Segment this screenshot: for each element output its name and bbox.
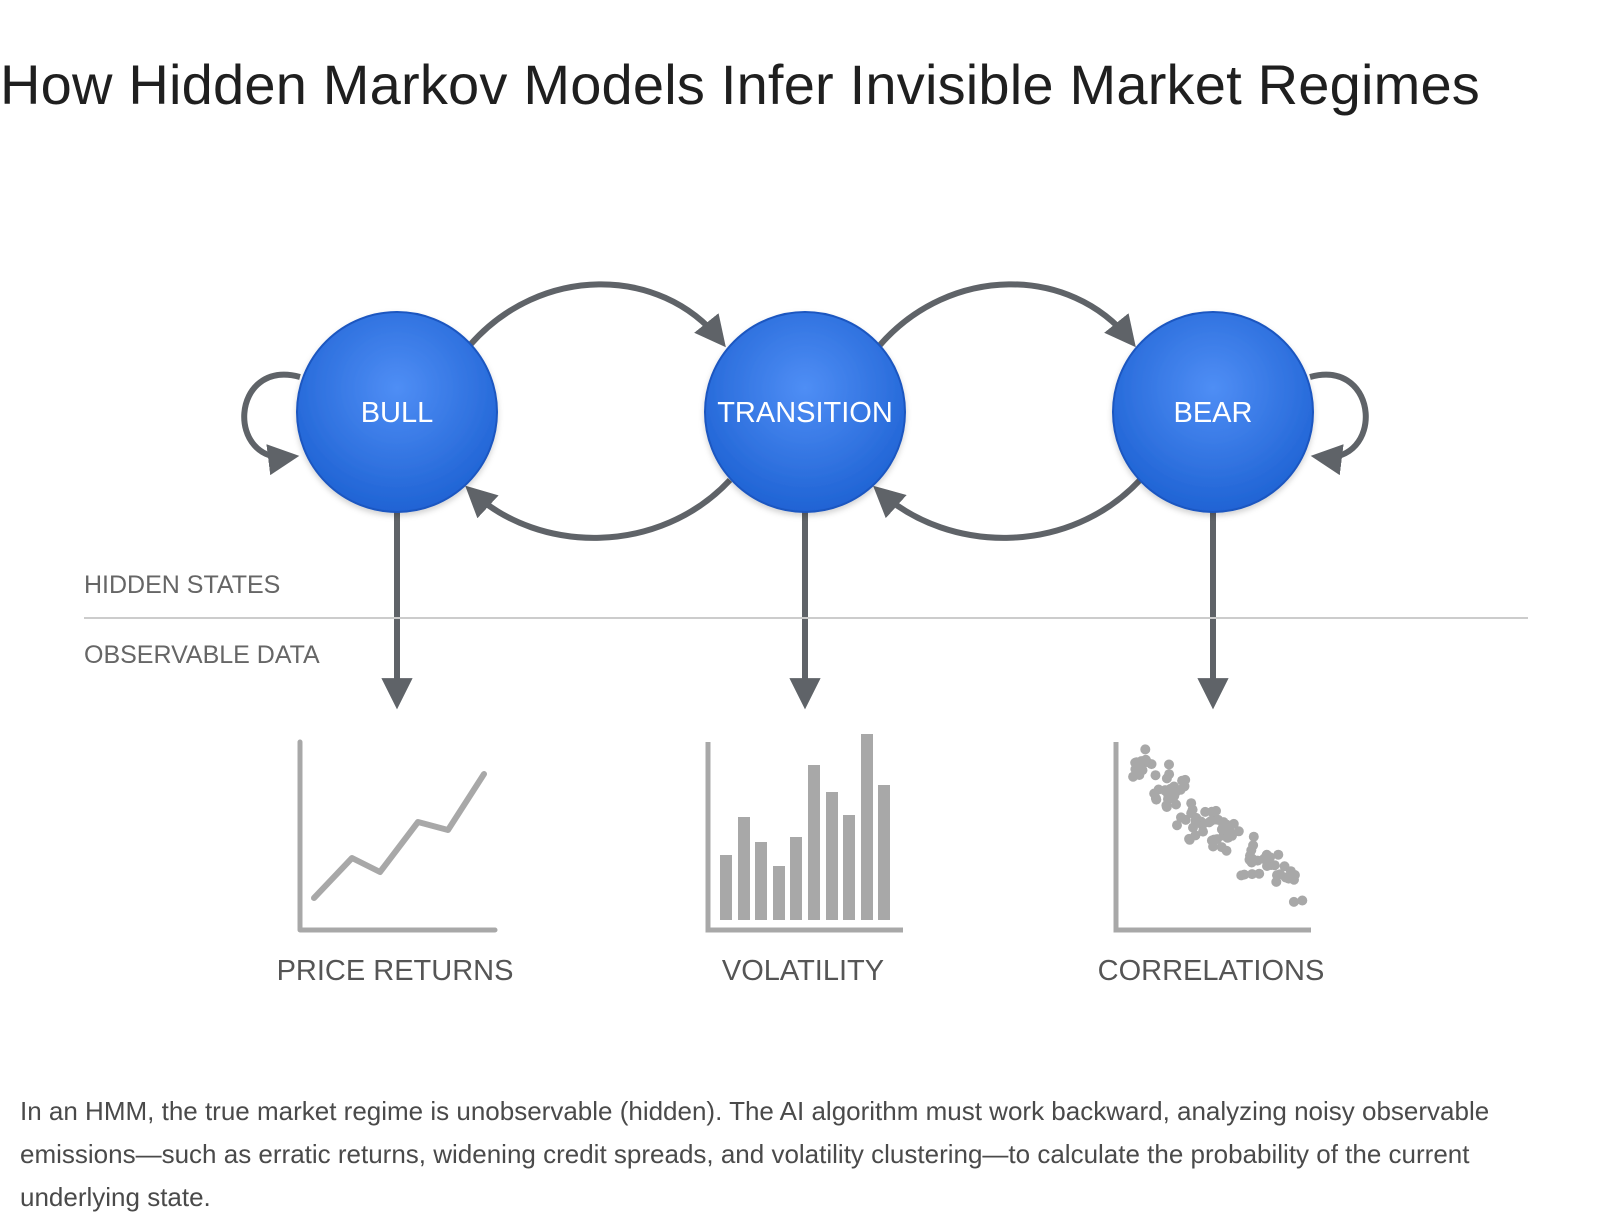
correlation-dot xyxy=(1221,845,1232,856)
price-returns-icon xyxy=(297,739,498,933)
correlation-dot xyxy=(1198,826,1208,837)
correlation-dot xyxy=(1248,831,1259,842)
correlation-dot xyxy=(1254,868,1265,879)
correlation-dot xyxy=(1187,804,1198,815)
volatility-bar xyxy=(808,765,820,920)
state-label-bull: BULL xyxy=(361,397,434,429)
volatility-bar xyxy=(843,815,855,920)
correlation-dot xyxy=(1247,869,1258,880)
caption: In an HMM, the true market regime is uno… xyxy=(20,1096,1490,1212)
arrow-transition-to-bull xyxy=(465,477,733,541)
correlation-dot xyxy=(1161,802,1172,812)
volatility-bar xyxy=(861,734,873,920)
volatility-bar xyxy=(720,855,732,920)
correlation-dot xyxy=(1134,758,1145,769)
correlation-dot xyxy=(1248,840,1259,851)
volatility-bar xyxy=(878,785,890,920)
volatility-bar xyxy=(755,842,767,920)
correlation-dot xyxy=(1164,769,1175,780)
hidden-states-label: HIDDEN STATES xyxy=(84,571,280,599)
state-node-bull xyxy=(296,311,498,513)
correlations-icon xyxy=(1113,742,1311,933)
page-title: How Hidden Markov Models Infer Invisible… xyxy=(0,53,1480,116)
correlation-dot xyxy=(1262,851,1273,862)
correlation-dot xyxy=(1233,826,1244,837)
correlation-dot xyxy=(1223,832,1234,843)
correlation-dot xyxy=(1288,896,1299,907)
correlation-dot xyxy=(1275,869,1286,880)
correlation-dot xyxy=(1273,849,1284,860)
state-node-transition xyxy=(704,311,906,513)
correlation-dot xyxy=(1247,854,1258,864)
arrow-bear-to-transition xyxy=(873,477,1143,541)
volatility-bar xyxy=(773,866,785,920)
correlation-dot xyxy=(1262,861,1272,871)
correlation-dot xyxy=(1140,744,1151,755)
correlation-dot xyxy=(1206,806,1217,817)
correlation-dot xyxy=(1164,759,1174,770)
state-label-transition: TRANSITION xyxy=(717,397,893,429)
volatility-bar xyxy=(738,817,750,920)
observable-data-label: OBSERVABLE DATA xyxy=(84,641,320,669)
correlation-dot xyxy=(1209,834,1219,845)
correlation-dot xyxy=(1269,860,1280,871)
correlation-dot xyxy=(1151,794,1162,805)
correlation-dot xyxy=(1190,817,1201,828)
correlation-dot xyxy=(1171,799,1181,810)
hmm-diagram: BULL TRANSITION BEAR HIDDEN STATES OBSER… xyxy=(84,281,1528,987)
correlation-dot xyxy=(1175,784,1186,795)
correlation-dot xyxy=(1176,812,1186,823)
correlation-dot xyxy=(1172,820,1182,831)
state-label-bear: BEAR xyxy=(1174,397,1253,429)
correlation-dot xyxy=(1153,784,1164,795)
correlation-dot xyxy=(1283,873,1294,884)
correlation-dot xyxy=(1206,815,1217,826)
correlation-dot xyxy=(1297,895,1308,906)
correlation-dot xyxy=(1134,770,1145,780)
correlation-dot xyxy=(1184,833,1195,844)
arrow-transition-to-bear xyxy=(877,281,1136,348)
volatility-bar xyxy=(790,837,802,920)
observation-label-correlations: CORRELATIONS xyxy=(1098,955,1325,987)
volatility-icon xyxy=(705,734,903,933)
correlation-dot xyxy=(1239,869,1250,880)
volatility-bar xyxy=(826,792,838,920)
observation-label-price-returns: PRICE RETURNS xyxy=(277,955,514,987)
observation-label-volatility: VOLATILITY xyxy=(722,955,884,987)
arrow-bull-to-transition xyxy=(467,281,726,348)
self-loop-bull xyxy=(241,371,301,476)
self-loop-bear xyxy=(1309,371,1369,476)
state-node-bear xyxy=(1112,311,1314,513)
correlation-dot xyxy=(1150,770,1161,781)
correlation-dot xyxy=(1228,818,1239,829)
